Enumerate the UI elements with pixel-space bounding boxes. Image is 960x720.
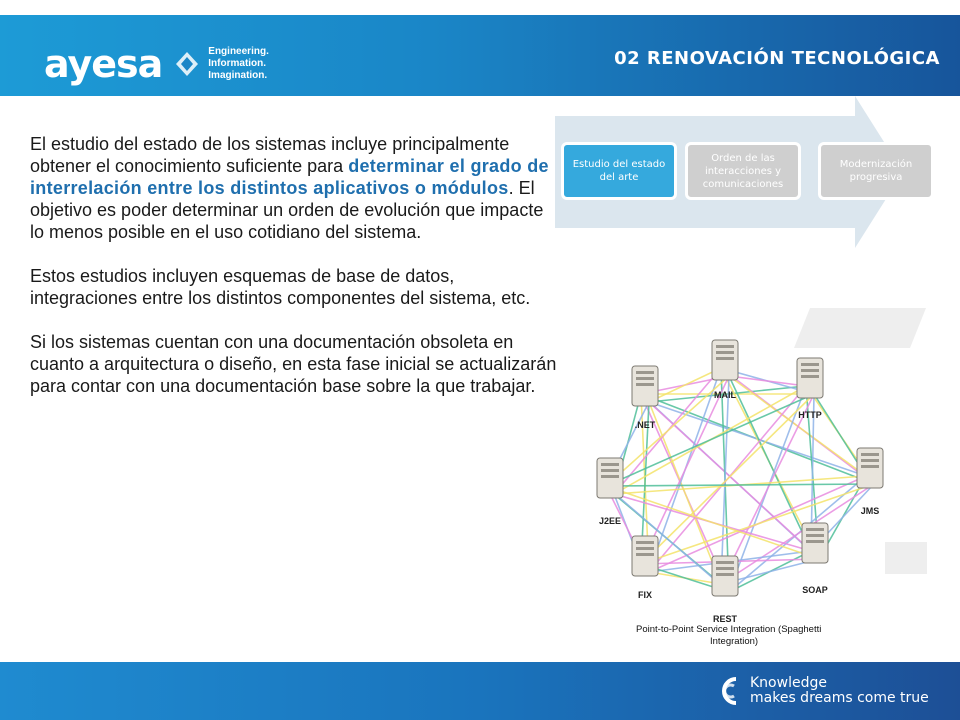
server-slot: [636, 547, 654, 550]
server-slot: [716, 573, 734, 576]
server-node: J2EE: [596, 457, 624, 526]
server-slot: [636, 383, 654, 386]
server-node: FIX: [631, 535, 659, 600]
server-slot: [861, 465, 879, 468]
footer-slogan: Knowledge makes dreams come true: [750, 676, 929, 706]
ayesa-logo: ayesa Engineering. Information. Imaginat…: [44, 45, 269, 83]
paragraph-1-end: . El objetivo es poder determinar un ord…: [30, 178, 544, 242]
connection-line: [605, 485, 820, 560]
footer-bar: Knowledge makes dreams come true: [0, 662, 960, 720]
server-slot: [806, 534, 824, 537]
server-slot: [861, 459, 879, 462]
server-slot: [601, 475, 619, 478]
server-node: REST: [711, 555, 739, 624]
paragraph-1-start: El estudio del estado de los sistemas in…: [30, 134, 510, 176]
server-slot: [801, 375, 819, 378]
connection-line: [605, 375, 730, 487]
step-state-of-art: Estudio del estado del arte: [561, 142, 677, 200]
connection-line: [728, 375, 812, 552]
server-node: MAIL: [711, 339, 739, 400]
step-interactions-order: Orden de las interacciones y comunicacio…: [685, 142, 801, 200]
server-label: REST: [713, 614, 738, 624]
server-slot: [801, 363, 819, 366]
server-slot: [861, 453, 879, 456]
server-slot: [806, 540, 824, 543]
diagram-caption: Point-to-Point Service Integration (Spag…: [636, 624, 821, 635]
header-bar: ayesa Engineering. Information. Imaginat…: [0, 15, 960, 96]
paragraph-1-highlight: determinar el grado de interrelación ent…: [30, 156, 549, 198]
slogan-line-1: Knowledge: [750, 675, 827, 691]
paragraph-3: Si los sistemas cuentan con una document…: [30, 332, 557, 396]
server-slot: [601, 463, 619, 466]
server-slot: [806, 528, 824, 531]
server-node: JMS: [856, 447, 884, 516]
connection-line: [728, 375, 807, 387]
server-slot: [716, 351, 734, 354]
server-label: FIX: [638, 590, 652, 600]
connection-line: [720, 393, 815, 585]
server-label: J2EE: [599, 516, 621, 526]
connection-line: [648, 401, 722, 585]
ayesa-mark-icon: [722, 677, 737, 705]
server-slot: [801, 369, 819, 372]
integration-diagram: .NET MAIL HTTP JMS SOAP REST FIX J2EE Point-to-…: [570, 300, 930, 660]
connection-line: [605, 393, 815, 487]
process-diagram: Estudio del estado del arte Orden de las…: [555, 96, 955, 248]
server-label: JMS: [861, 506, 880, 516]
server-slot: [601, 469, 619, 472]
connection-line: [605, 485, 730, 593]
footer-brand: Knowledge makes dreams come true: [718, 676, 929, 706]
server-label: .NET: [635, 420, 656, 430]
server-node: SOAP: [801, 522, 829, 595]
step-progressive-modernization: Modernización progresiva: [818, 142, 934, 200]
connection-line: [720, 483, 875, 585]
server-slot: [716, 345, 734, 348]
server-slot: [636, 371, 654, 374]
connection-line: [648, 367, 722, 403]
tagline-line: Imagination.: [208, 70, 268, 81]
logo-tagline: Engineering. Information. Imagination.: [208, 46, 269, 82]
slogan-line-2: makes dreams come true: [750, 690, 929, 706]
server-slot: [636, 541, 654, 544]
connection-line: [648, 385, 807, 403]
server-label: MAIL: [714, 390, 736, 400]
tagline-line: Information.: [208, 58, 267, 69]
connection-line: [640, 393, 815, 565]
server-slot: [636, 377, 654, 380]
paragraph-1: El estudio del estado de los sistemas in…: [30, 133, 560, 243]
connection-line: [720, 375, 730, 585]
server-label: SOAP: [802, 585, 828, 595]
server-slot: [716, 561, 734, 564]
server-nodes: .NET MAIL HTTP JMS SOAP REST FIX J2EE: [596, 339, 884, 624]
logo-wordmark: ayesa: [44, 42, 163, 86]
server-slot: [716, 357, 734, 360]
server-node: .NET: [631, 365, 659, 430]
connection-line: [640, 375, 730, 565]
section-title: 02 RENOVACIÓN TECNOLÓGICA: [614, 48, 940, 69]
body-text: El estudio del estado de los sistemas in…: [30, 133, 560, 419]
paragraph-2: Estos estudios incluyen esquemas de base…: [30, 266, 531, 308]
tagline-line: Engineering.: [208, 46, 269, 57]
server-node: HTTP: [796, 357, 824, 420]
integration-diagram-svg: .NET MAIL HTTP JMS SOAP REST FIX J2EE Point-to-…: [596, 308, 927, 647]
server-slot: [716, 567, 734, 570]
logo-drop-icon: [176, 52, 199, 76]
diagram-caption-cont: Integration): [710, 636, 758, 647]
server-slot: [636, 553, 654, 556]
server-label: HTTP: [798, 410, 822, 420]
connection-line: [605, 483, 875, 487]
connection-lines: [605, 367, 875, 593]
